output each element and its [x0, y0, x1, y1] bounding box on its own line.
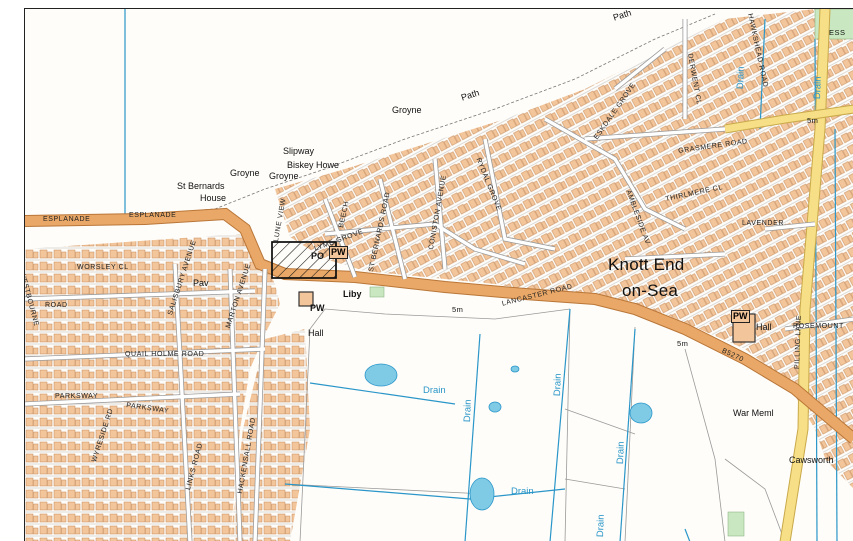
label-knott-end-line2: on-Sea [622, 281, 679, 300]
label-drain-3: Drain [552, 373, 564, 397]
minor-roads-inner [25, 19, 853, 541]
drains [124, 9, 838, 541]
label-worsley-cl: WORSLEY CL [77, 264, 129, 271]
b-road-pilling-lane [724, 9, 853, 541]
label-esplanade-1: ESPLANADE [43, 216, 91, 223]
label-hall-right: Hall [756, 322, 772, 332]
label-pw-left: PW [310, 303, 325, 313]
label-esplanade-2: ESPLANADE [129, 212, 177, 219]
label-drain-7: Drain [812, 76, 824, 100]
label-drain-1: Drain [423, 385, 446, 396]
label-lavender: LAVENDER [742, 220, 785, 227]
label-po: PO [311, 251, 325, 261]
label-war-meml: War Meml [733, 408, 774, 418]
label-sm-2: 5m [677, 339, 689, 348]
label-hall-left: Hall [308, 328, 324, 338]
housing-areas [25, 9, 853, 541]
pw-box-right: PW [731, 310, 750, 323]
label-drain-8: Drain [595, 514, 607, 538]
label-groyne-left: Groyne [230, 168, 260, 178]
field-boundaries [284, 308, 786, 541]
label-slipway: Slipway [283, 146, 315, 156]
pw-box-center: PW [329, 246, 348, 259]
label-drain-4: Drain [615, 441, 627, 465]
label-liby: Liby [343, 289, 362, 299]
label-parksway-1: PARKSWAY [55, 393, 99, 400]
label-drain-2: Drain [462, 399, 474, 423]
label-drain-6: Drain [735, 66, 747, 90]
label-knott-end-line1: Knott End [608, 255, 685, 274]
map-canvas[interactable]: Path Path Groyne Slipway Biskey Howe Gro… [24, 8, 853, 541]
label-cawsworth: Cawsworth [789, 455, 834, 465]
label-sm-1: 5m [452, 305, 464, 314]
label-sm-3: 5m [807, 116, 819, 125]
ponds [364, 363, 653, 511]
label-groyne-top: Groyne [392, 105, 422, 115]
label-rosemount: ROSEMOUNT [793, 323, 844, 330]
hall-building-left [298, 291, 314, 307]
label-biskey-howe: Biskey Howe [287, 160, 340, 170]
label-road: ROAD [45, 302, 68, 309]
label-pav: Pav [193, 278, 209, 288]
a-road [25, 207, 853, 444]
label-groyne-right: Groyne [269, 171, 299, 181]
label-st-bernards: St Bernards [177, 181, 225, 191]
label-quail-holme-road: QUAIL HOLME ROAD [125, 351, 205, 358]
label-drain-5: Drain [511, 486, 534, 497]
label-ess: ESS [829, 28, 846, 37]
label-house: House [200, 193, 227, 203]
map-drawing [25, 9, 853, 541]
